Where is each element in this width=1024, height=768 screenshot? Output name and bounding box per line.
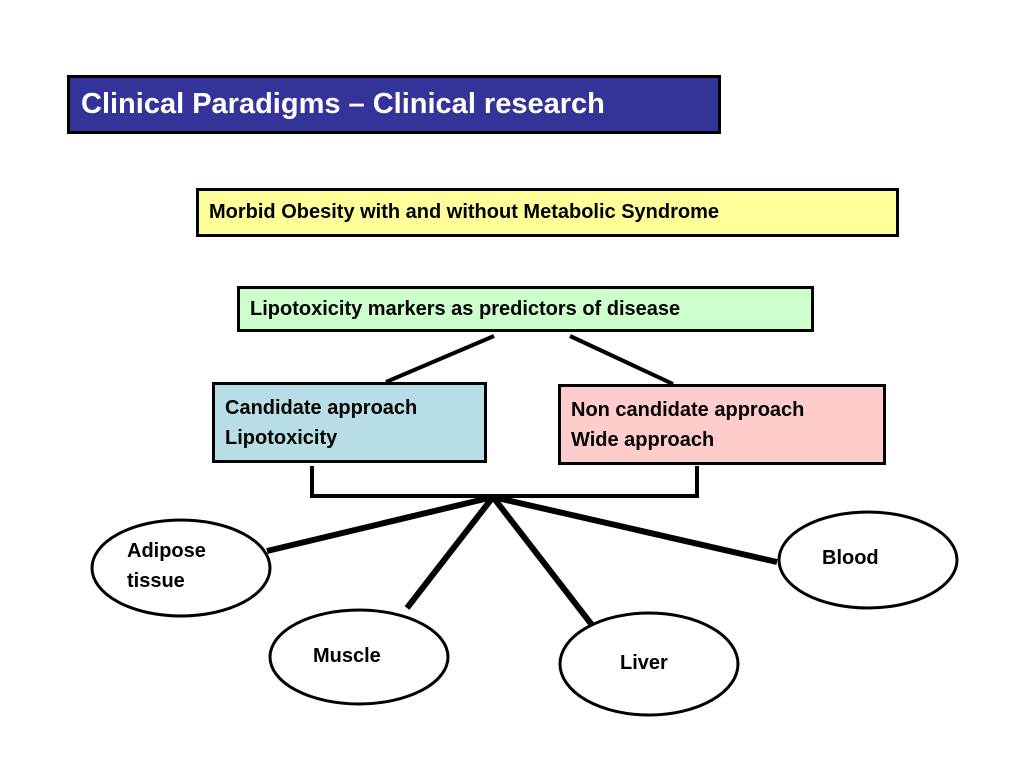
candidate-approach-box: Candidate approach Lipotoxicity xyxy=(212,382,487,463)
adipose-label: Adipose tissue xyxy=(127,536,206,596)
connector-hub-to-liver xyxy=(490,495,595,627)
candidate-line-1: Candidate approach xyxy=(225,397,418,419)
liver-ellipse xyxy=(558,611,740,717)
non-candidate-line-1: Non candidate approach xyxy=(571,399,805,421)
non-candidate-line-2: Wide approach xyxy=(571,429,715,451)
adipose-label-line-2: tissue xyxy=(127,570,185,592)
candidate-line-2: Lipotoxicity xyxy=(225,427,338,449)
non-candidate-approach-box: Non candidate approach Wide approach xyxy=(558,384,886,465)
adipose-ellipse xyxy=(90,518,272,618)
blood-ellipse xyxy=(777,510,959,610)
connector-markers-to-non-candidate xyxy=(569,334,674,386)
liver-label: Liver xyxy=(620,652,668,674)
adipose-label-line-1: Adipose xyxy=(127,540,206,562)
connector-hub-to-adipose xyxy=(266,494,494,554)
blood-label: Blood xyxy=(822,547,879,569)
markers-box: Lipotoxicity markers as predictors of di… xyxy=(237,286,814,332)
connector-hub-to-blood xyxy=(492,494,778,565)
connector-markers-to-candidate xyxy=(385,334,495,384)
population-box: Morbid Obesity with and without Metaboli… xyxy=(196,188,899,237)
muscle-label: Muscle xyxy=(313,645,381,667)
connector-hub-to-muscle xyxy=(404,495,496,610)
approach-bracket xyxy=(310,466,699,498)
muscle-ellipse xyxy=(268,608,450,706)
slide-title: Clinical Paradigms – Clinical research xyxy=(67,75,721,134)
